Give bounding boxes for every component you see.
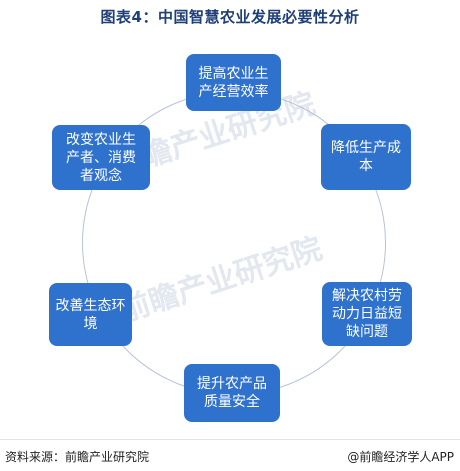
node-line: 本 (359, 158, 373, 174)
node-reduce-cost: 降低生产成 本 (321, 124, 411, 190)
node-line: 改善生态环 (55, 297, 126, 314)
node-line: 动力日益短 (332, 306, 402, 322)
source-note: 资料来源：前瞻产业研究院 (5, 450, 150, 464)
node-line: 提升农产品 (197, 376, 267, 392)
node-ecological-environment: 改善生态环 境 (49, 283, 132, 346)
node-line: 产经营效率 (198, 83, 269, 100)
chart-title: 图表4：中国智慧农业发展必要性分析 (100, 8, 360, 26)
node-line: 解决农村劳 (332, 288, 402, 304)
node-line: 缺问题 (346, 324, 388, 340)
node-line: 降低生产成 (331, 140, 401, 156)
credit-note: @前瞻经济学人APP (347, 450, 454, 464)
node-line: 质量安全 (204, 394, 260, 410)
node-change-concepts: 改变农业生 产者、消费 者观念 (52, 125, 150, 190)
node-improve-efficiency: 提高农业生 产经营效率 (186, 54, 281, 111)
footer: 资料来源：前瞻产业研究院 @前瞻经济学人APP (0, 439, 460, 471)
node-labor-shortage: 解决农村劳 动力日益短 缺问题 (322, 282, 412, 346)
node-line: 改变农业生 (66, 131, 136, 148)
node-quality-safety: 提升农产品 质量安全 (184, 364, 280, 422)
node-line: 提高农业生 (198, 65, 269, 82)
node-line: 境 (83, 315, 98, 332)
node-line: 者观念 (80, 167, 122, 184)
node-line: 产者、消费 (66, 149, 136, 166)
